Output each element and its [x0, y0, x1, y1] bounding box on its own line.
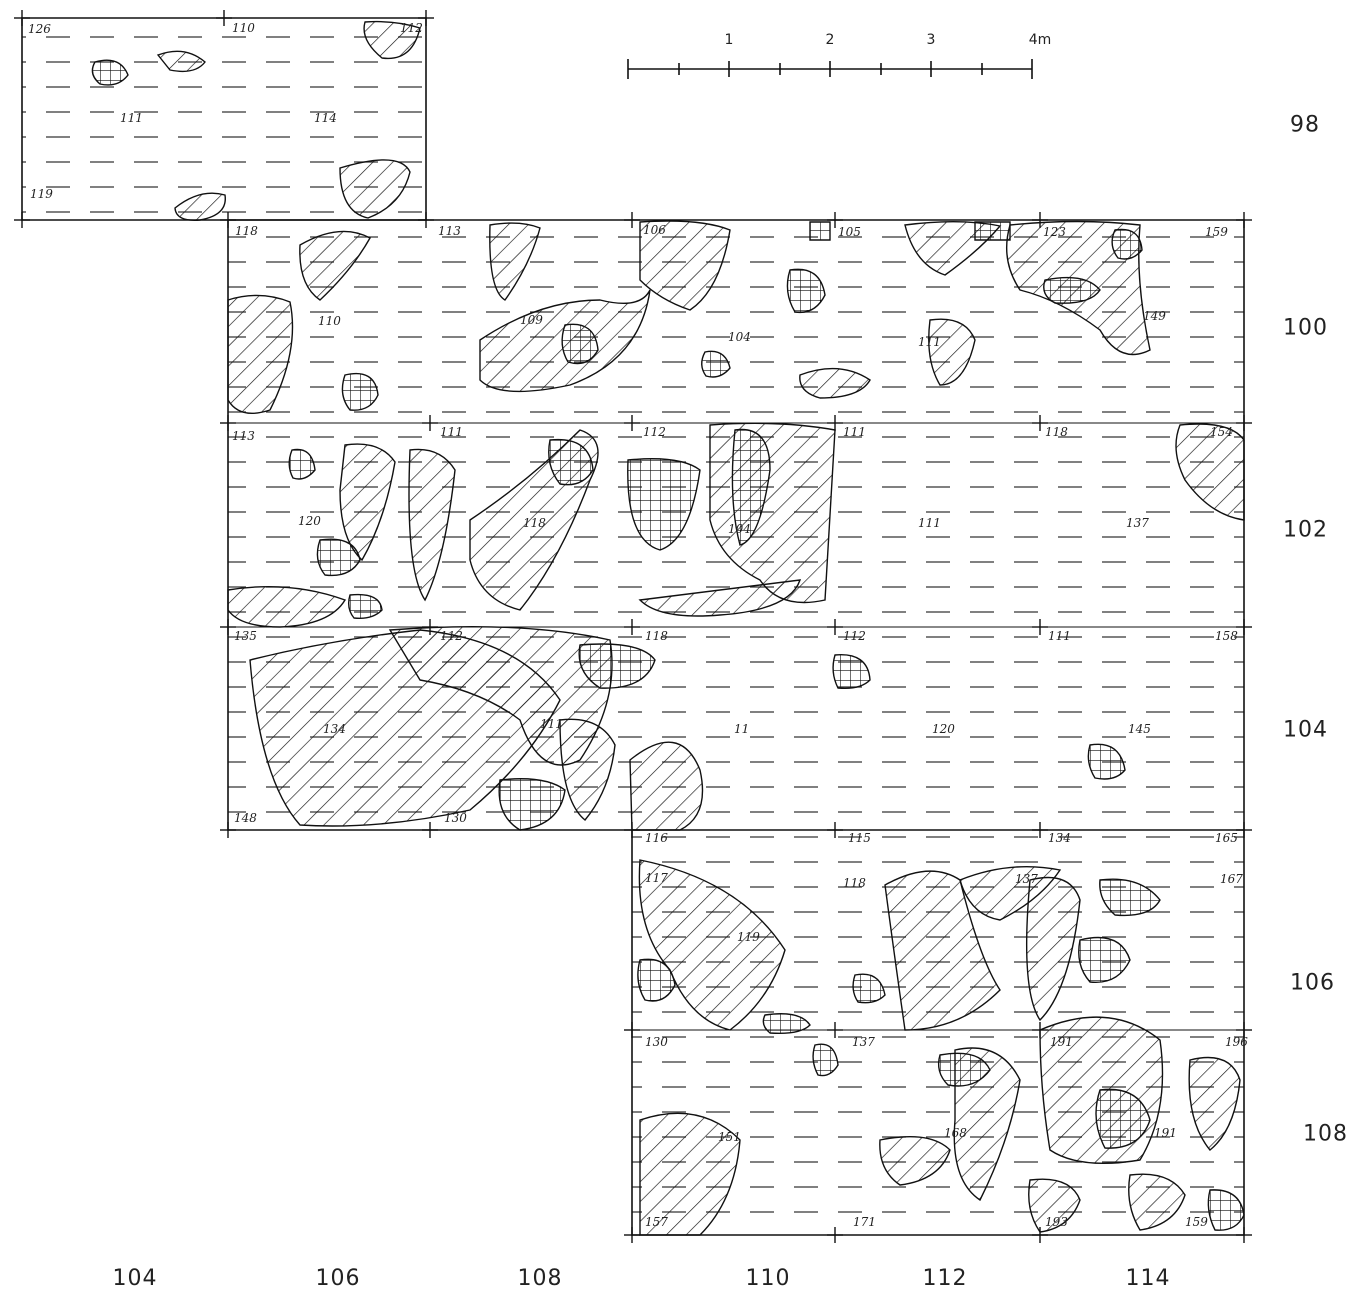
elevation-label: 111: [540, 717, 563, 731]
scale-label-4m: 4m: [1028, 32, 1052, 48]
elevation-label: 113: [438, 224, 461, 238]
elevation-label: 112: [843, 629, 866, 643]
elevation-label: 117: [645, 871, 668, 885]
scale-label-3: 3: [926, 32, 936, 48]
y-axis-label: 100: [1283, 315, 1328, 341]
elevation-label: 137: [1126, 516, 1149, 530]
elevation-label: 154: [1210, 425, 1233, 439]
x-axis-label: 104: [112, 1266, 158, 1291]
y-axis-label: 98: [1290, 112, 1320, 138]
elevation-label: 151: [718, 1130, 741, 1144]
elevation-label: 196: [1225, 1035, 1248, 1049]
elevation-label: 105: [838, 225, 861, 239]
elevation-label: 114: [314, 111, 337, 125]
elevation-label: 120: [298, 514, 321, 528]
elevation-label: 149: [1143, 309, 1166, 323]
elevation-label: 135: [234, 629, 257, 643]
elevation-label: 111: [440, 425, 463, 439]
elevation-label: 126: [28, 22, 51, 36]
elevation-label: 145: [1128, 722, 1151, 736]
elevation-label: 137: [852, 1035, 875, 1049]
elevation-label: 109: [520, 313, 543, 327]
scale-label-2: 2: [825, 32, 835, 48]
elevation-label: 118: [523, 516, 546, 530]
elevation-label: 119: [30, 187, 53, 201]
elevation-label: 118: [1045, 425, 1068, 439]
crosshatched-features: [91, 59, 1245, 1231]
x-axis-label: 112: [922, 1266, 968, 1291]
elevation-label: 157: [645, 1215, 668, 1229]
elevation-label: 112: [643, 425, 666, 439]
elevation-label: 158: [1215, 629, 1238, 643]
elevation-label: 159: [1205, 225, 1228, 239]
y-axis-label: 104: [1283, 717, 1328, 743]
elevation-label: 11: [734, 722, 749, 736]
elevation-label: 119: [737, 930, 760, 944]
y-axis-label: 108: [1303, 1121, 1348, 1147]
elevation-label: 137: [1015, 872, 1038, 886]
y-axis-label: 102: [1283, 517, 1328, 543]
elevation-label: 111: [1048, 629, 1071, 643]
elevation-label: 168: [944, 1126, 967, 1140]
elevation-label: 159: [1185, 1215, 1208, 1229]
elevation-label: 111: [918, 335, 941, 349]
elevation-label: 112: [440, 629, 463, 643]
scale-bar: [627, 59, 1033, 79]
elevation-label: 120: [932, 722, 955, 736]
elevation-label: 130: [645, 1035, 668, 1049]
elevation-label: 191: [1154, 1126, 1177, 1140]
elevation-label: 118: [645, 629, 668, 643]
elevation-label: 118: [843, 876, 866, 890]
elevation-label: 111: [918, 516, 941, 530]
elevation-label: 112: [400, 21, 423, 35]
x-axis-label: 114: [1125, 1266, 1171, 1291]
elevation-label: 191: [1050, 1035, 1073, 1049]
elevation-label: 111: [120, 111, 143, 125]
elevation-label: 115: [848, 831, 871, 845]
elevation-label: 167: [1220, 872, 1243, 886]
elevation-label: 104: [728, 330, 751, 344]
elevation-label: 193: [1045, 1215, 1068, 1229]
y-axis-label: 106: [1290, 970, 1335, 996]
elevation-label: 116: [645, 831, 668, 845]
elevation-label: 106: [643, 223, 666, 237]
elevation-label: 134: [1048, 831, 1071, 845]
elevation-label: 118: [235, 224, 258, 238]
elevation-label: 123: [1043, 225, 1066, 239]
x-axis-label: 110: [745, 1266, 791, 1291]
elevation-label: 104: [728, 522, 751, 536]
scale-label-1: 1: [724, 32, 734, 48]
elevation-label: 130: [444, 811, 467, 825]
elevation-label: 165: [1215, 831, 1238, 845]
hatched-features: [156, 20, 1245, 1236]
x-axis-label: 108: [517, 1266, 563, 1291]
elevation-label: 148: [234, 811, 257, 825]
elevation-label: 171: [853, 1215, 876, 1229]
x-axis-label: 106: [315, 1266, 361, 1291]
elevation-label: 113: [232, 429, 255, 443]
elevation-label: 134: [323, 722, 346, 736]
elevation-label: 111: [843, 425, 866, 439]
elevation-label: 110: [318, 314, 341, 328]
elevation-label: 110: [232, 21, 255, 35]
